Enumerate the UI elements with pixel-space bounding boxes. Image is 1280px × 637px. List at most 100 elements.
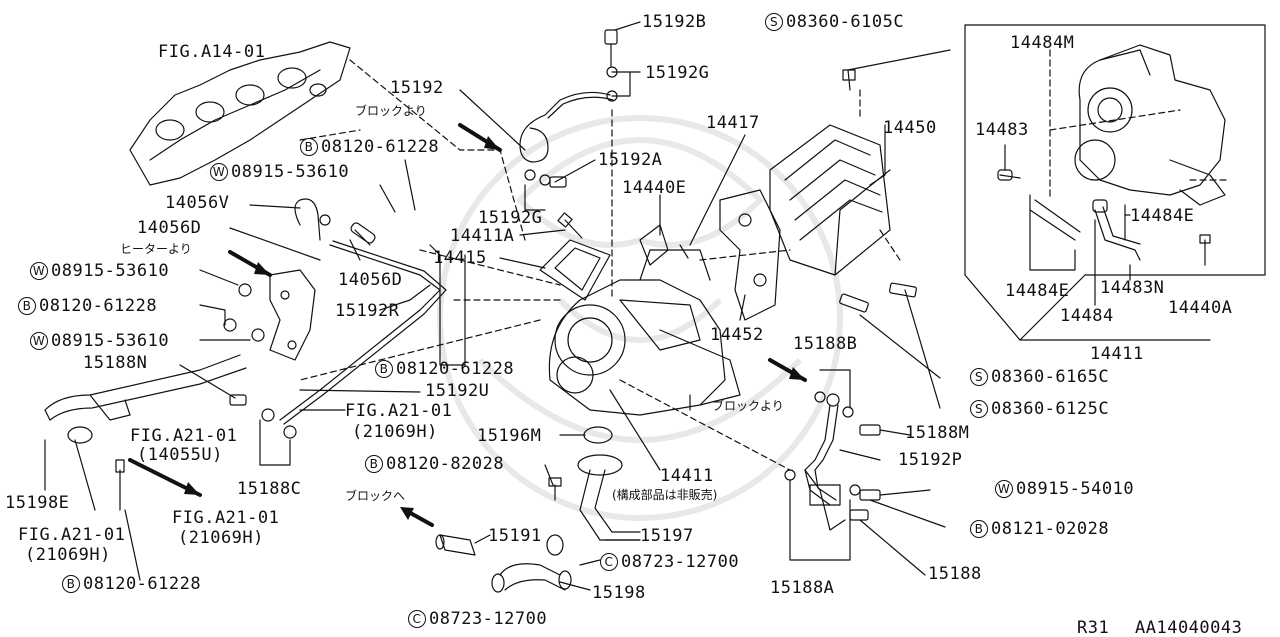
- leader-dashed: [299, 319, 541, 381]
- label-14411a[interactable]: 14411A: [450, 226, 515, 246]
- heat-shield: [769, 124, 891, 276]
- label-14411-inset[interactable]: 14411: [1090, 344, 1144, 364]
- label-15192a[interactable]: 15192A: [598, 150, 663, 170]
- label-14440a[interactable]: 14440A: [1168, 298, 1233, 318]
- washer-prefix-icon: W: [30, 332, 48, 350]
- label-14484[interactable]: 14484: [1060, 306, 1114, 326]
- label-15188a[interactable]: 15188A: [770, 578, 835, 598]
- bolt-prefix-icon: B: [365, 455, 383, 473]
- washer-prefix-icon: W: [30, 262, 48, 280]
- label-fig-a14-01[interactable]: FIG.A14-01: [158, 42, 266, 62]
- label-14440e[interactable]: 14440E: [622, 178, 687, 198]
- bracket-14440e: [639, 224, 669, 266]
- label-15192[interactable]: 15192: [390, 78, 444, 98]
- leader-dashed: [699, 249, 791, 261]
- washer: [283, 425, 297, 439]
- inset-box: [964, 24, 1266, 341]
- stud-14411a: [564, 219, 583, 239]
- label-fig-a21-01-d[interactable]: FIG.A21-01: [172, 508, 280, 528]
- label-15191[interactable]: 15191: [488, 526, 542, 546]
- label-14483[interactable]: 14483: [975, 120, 1029, 140]
- label-14056v[interactable]: 14056V: [165, 193, 230, 213]
- label-14484e-left[interactable]: 14484E: [1005, 281, 1070, 301]
- label-15188n[interactable]: 15188N: [83, 353, 148, 373]
- label-15192p[interactable]: 15192P: [898, 450, 963, 470]
- label-15188b[interactable]: 15188B: [793, 334, 858, 354]
- union-15191: [435, 534, 476, 556]
- washer: [261, 408, 275, 422]
- label-15196m[interactable]: 15196M: [477, 426, 542, 446]
- label-15192u[interactable]: 15192U: [425, 381, 490, 401]
- water-pipe-15192r-outline: [283, 240, 447, 425]
- bolt-prefix-icon: B: [375, 360, 393, 378]
- label-15192g-low[interactable]: 15192G: [478, 208, 543, 228]
- label-14450[interactable]: 14450: [883, 118, 937, 138]
- bolt-15188n: [229, 394, 247, 406]
- washer: [223, 318, 237, 332]
- inset-leaders: [1004, 49, 1231, 306]
- bolt: [859, 489, 881, 501]
- label-ref-14055u: (14055U): [137, 445, 223, 465]
- label-14484e-right[interactable]: 14484E: [1130, 206, 1195, 226]
- label-14452[interactable]: 14452: [710, 325, 764, 345]
- screw-prefix-icon: S: [970, 368, 988, 386]
- label-15198e[interactable]: 15198E: [5, 493, 70, 513]
- label-14056d-left[interactable]: 14056D: [137, 218, 202, 238]
- label-15188c[interactable]: 15188C: [237, 479, 302, 499]
- label-14417[interactable]: 14417: [706, 113, 760, 133]
- label-15188m[interactable]: 15188M: [905, 423, 970, 443]
- label-15192r[interactable]: 15192R: [335, 301, 400, 321]
- leader-dashed: [619, 379, 791, 471]
- label-fig-a21-01-b[interactable]: FIG.A21-01: [130, 426, 238, 446]
- label-15192g-top[interactable]: 15192G: [645, 63, 710, 83]
- label-fig-a21-01-c[interactable]: FIG.A21-01: [18, 525, 126, 545]
- label-15198[interactable]: 15198: [592, 583, 646, 603]
- clamp-prefix-icon: C: [408, 610, 426, 628]
- water-hose-15198: [491, 563, 572, 593]
- bolt-prefix-icon: B: [970, 520, 988, 538]
- bolt-15188m: [859, 424, 881, 436]
- stud: [679, 244, 689, 259]
- label-14056d-mid[interactable]: 14056D: [338, 270, 403, 290]
- leader-dashed: [879, 229, 901, 261]
- bolt-prefix-icon: B: [300, 138, 318, 156]
- water-hose-14056v: [294, 198, 321, 241]
- screw-prefix-icon: S: [970, 400, 988, 418]
- clamp: [546, 534, 564, 556]
- label-block-from: ブロックより: [355, 104, 427, 118]
- label-14415[interactable]: 14415: [433, 248, 487, 268]
- label-15192b[interactable]: 15192B: [642, 12, 707, 32]
- washer: [784, 469, 796, 481]
- label-14411-main[interactable]: 14411: [660, 466, 714, 486]
- water-pipe-bracket: [269, 269, 316, 361]
- washer: [251, 328, 265, 342]
- leader-lines: [44, 21, 951, 591]
- oil-return-pipe: [804, 391, 846, 531]
- bolt-prefix-icon: B: [62, 575, 80, 593]
- turbo-inlet-gasket: [539, 239, 611, 301]
- banjo-bolt: [524, 169, 567, 188]
- label-15188[interactable]: 15188: [928, 564, 982, 584]
- inset-turbocharger: [1074, 44, 1226, 206]
- label-14483n[interactable]: 14483N: [1100, 278, 1165, 298]
- label-15197[interactable]: 15197: [640, 526, 694, 546]
- label-fig-a21-01-a[interactable]: FIG.A21-01: [345, 401, 453, 421]
- label-ref-21069h-d: (21069H): [178, 528, 264, 548]
- label-14484m[interactable]: 14484M: [1010, 33, 1075, 53]
